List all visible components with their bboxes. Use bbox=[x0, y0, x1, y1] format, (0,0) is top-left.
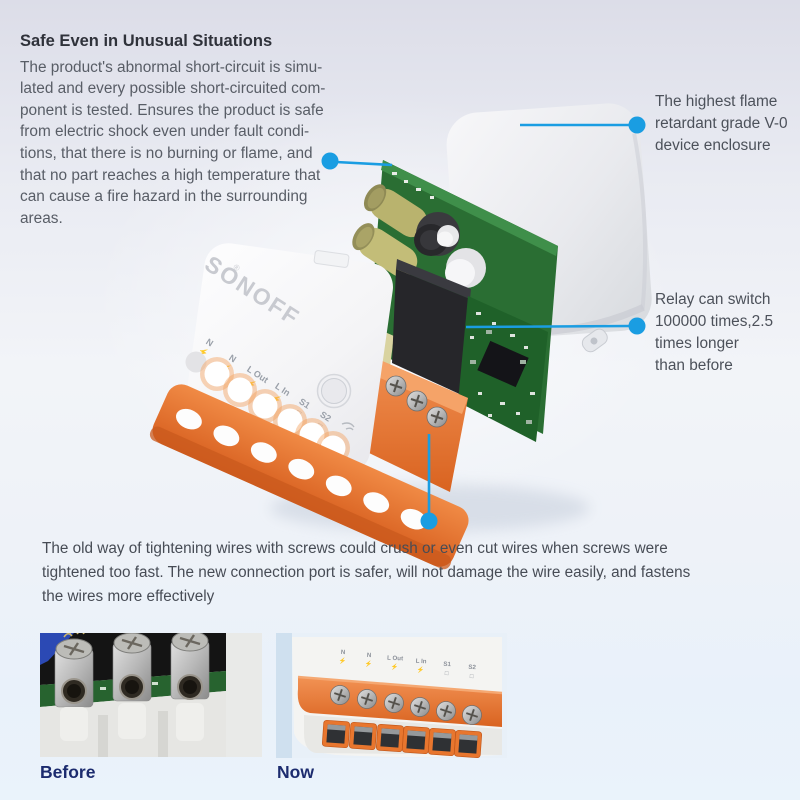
now-terminal-label: L In bbox=[415, 658, 426, 666]
lightning-icon: ⚡ bbox=[339, 657, 347, 665]
guard-hole bbox=[175, 408, 202, 430]
cover-terminal-label: N bbox=[204, 337, 215, 349]
before-label: Before bbox=[40, 762, 96, 782]
cover-clip bbox=[313, 250, 350, 268]
reset-button bbox=[316, 373, 352, 409]
before-photo bbox=[40, 622, 262, 762]
pcb-top-edge bbox=[381, 160, 558, 256]
terminal-screw bbox=[406, 390, 428, 412]
callout-enclosure-text: The highest flame retardant grade V-0 de… bbox=[655, 93, 788, 154]
wiring-body-text: The old way of tightening wires with scr… bbox=[42, 540, 691, 605]
callout-relay-text: Relay can switch 100000 times,2.5 times … bbox=[655, 291, 774, 374]
guard-hole bbox=[400, 508, 427, 530]
wifi-icon bbox=[341, 422, 355, 431]
capacitor-yellow-1 bbox=[363, 184, 428, 238]
callout-line-relay bbox=[465, 324, 631, 329]
callout-dot-temperature bbox=[321, 152, 339, 170]
guard-hole bbox=[363, 492, 390, 513]
guard-hole bbox=[288, 458, 315, 480]
callout-dot-relay bbox=[628, 317, 646, 335]
relay-box bbox=[392, 259, 471, 397]
now-label: Now bbox=[277, 762, 314, 782]
callout-dot-port bbox=[420, 512, 438, 530]
guard-hole bbox=[250, 442, 277, 463]
square-icon: □ bbox=[445, 671, 449, 677]
now-terminal-label: L Out bbox=[387, 655, 403, 663]
terminal-guard bbox=[149, 384, 469, 570]
terminal-screw bbox=[385, 375, 407, 397]
section-heading: Safe Even in Unusual Situations bbox=[20, 32, 273, 50]
lightning-icon: ⚡ bbox=[417, 666, 425, 674]
callout-line-temperature bbox=[335, 160, 393, 167]
callout-dot-enclosure bbox=[628, 116, 646, 134]
old-screw-terminal bbox=[112, 624, 152, 739]
old-screw-terminal bbox=[54, 630, 94, 741]
guard-hole bbox=[213, 425, 240, 447]
enclosure-mounting-tab bbox=[581, 328, 608, 353]
capacitor-white-large bbox=[445, 248, 486, 288]
now-terminal-label: N bbox=[367, 652, 372, 659]
cover-terminal-label: N bbox=[227, 353, 238, 365]
now-photo: N⚡ N⚡ L Out⚡ L In⚡ S1□ S2□ bbox=[276, 633, 507, 763]
terminal-screw bbox=[426, 406, 448, 428]
capacitor-white-small bbox=[437, 225, 459, 247]
lightning-icon: ⚡ bbox=[365, 660, 373, 668]
guard-hole bbox=[325, 475, 352, 497]
connection-ports bbox=[321, 719, 483, 759]
safety-body-text: The product's abnormal short-circuit is … bbox=[20, 58, 326, 227]
now-terminal-label: S2 bbox=[468, 664, 476, 671]
daughter-board bbox=[458, 296, 548, 442]
pcb-components bbox=[392, 172, 434, 199]
now-terminal-label: S1 bbox=[443, 661, 451, 668]
now-terminal-label: N bbox=[341, 649, 346, 656]
registered-mark: ® bbox=[232, 262, 242, 273]
square-icon: □ bbox=[470, 674, 474, 680]
old-screw-terminal bbox=[170, 622, 210, 741]
before-photo-art bbox=[40, 622, 262, 757]
now-photo-art: N⚡ N⚡ L Out⚡ L In⚡ S1□ S2□ bbox=[276, 633, 507, 759]
lightning-icon: ⚡ bbox=[391, 663, 399, 671]
safety-section: Safe Even in Unusual Situations The prod… bbox=[20, 31, 354, 229]
